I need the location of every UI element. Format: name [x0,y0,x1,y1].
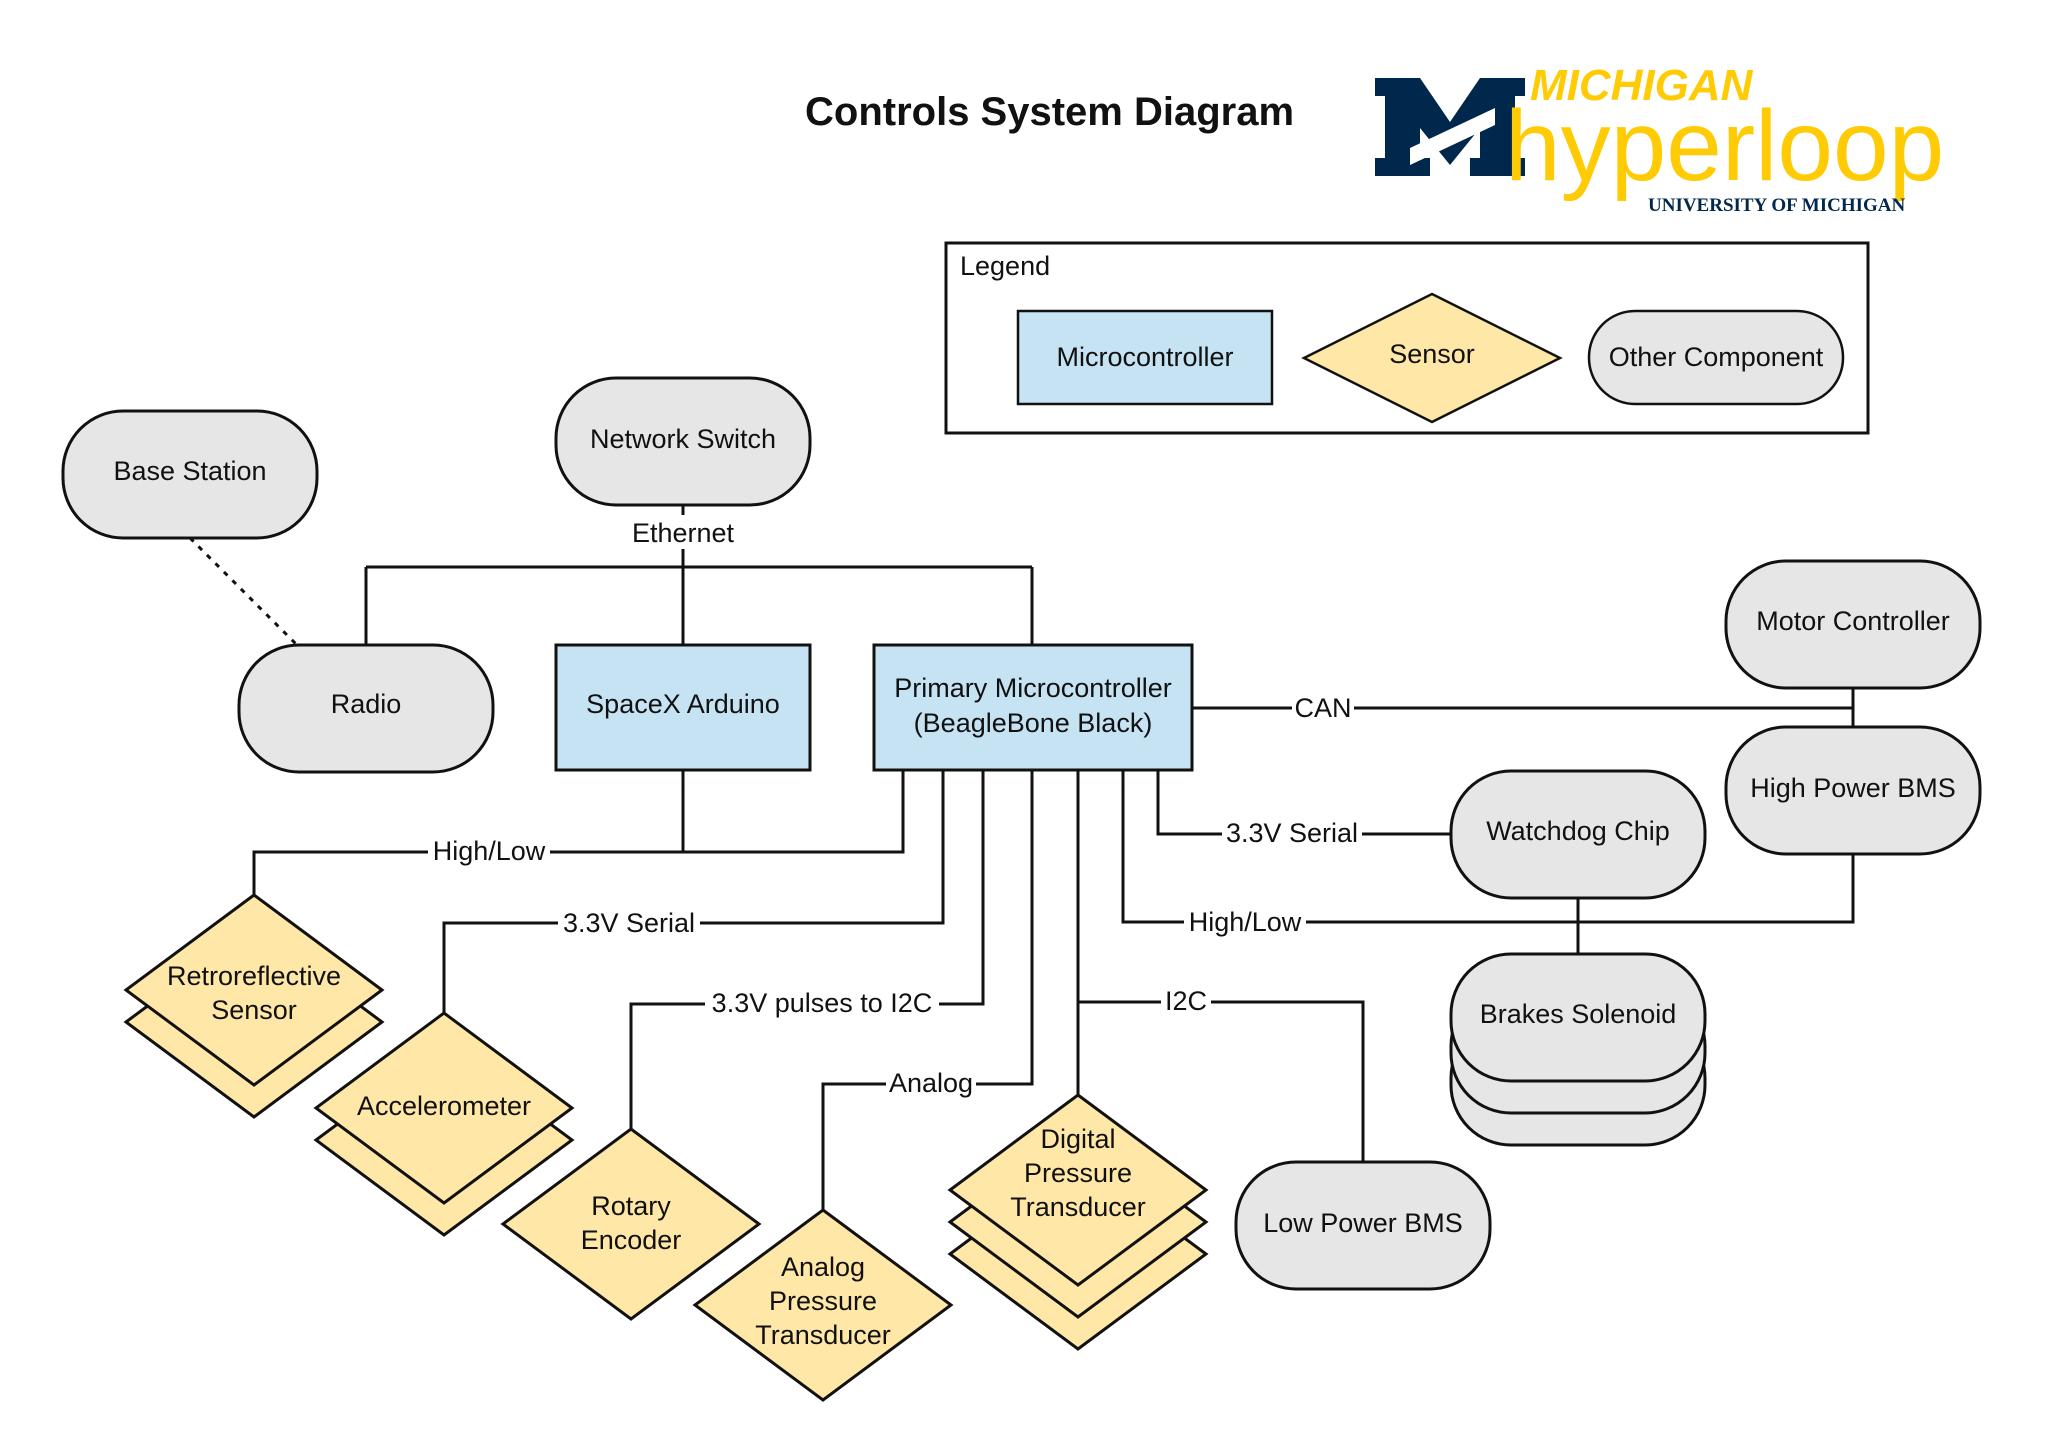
highlow-hpbms-link [1121,770,1855,924]
legend: Legend Microcontroller Sensor Other Comp… [944,241,1870,435]
svg-text:Accelerometer: Accelerometer [357,1091,531,1121]
svg-text:Pressure: Pressure [769,1286,877,1316]
svg-text:Sensor: Sensor [211,995,297,1025]
node-low-power-bms: Low Power BMS [1234,1160,1492,1291]
svg-text:Watchdog Chip: Watchdog Chip [1486,816,1670,846]
svg-text:SpaceX Arduino: SpaceX Arduino [586,689,780,719]
svg-text:Primary Microcontroller: Primary Microcontroller [894,673,1172,703]
node-spacex-arduino: SpaceX Arduino [554,643,812,772]
svg-text:High Power BMS: High Power BMS [1750,773,1956,803]
node-network-switch: Network Switch [554,376,812,507]
svg-text:Pressure: Pressure [1024,1158,1132,1188]
svg-text:Rotary: Rotary [591,1191,671,1221]
svg-text:Encoder: Encoder [581,1225,682,1255]
serial-accel-link [442,770,945,1013]
edge-label-highlow-hpbms: High/Low [1189,907,1302,937]
svg-text:Radio: Radio [331,689,402,719]
node-rotary-encoder: Rotary Encoder [500,1127,762,1321]
legend-sensor-label: Sensor [1389,339,1475,369]
logo-michigan-text: MICHIGAN [1530,61,1754,110]
node-retroreflective-sensor: Retroreflective Sensor [123,893,385,1119]
node-accelerometer: Accelerometer [313,1011,575,1237]
legend-title: Legend [960,251,1050,281]
svg-text:Analog: Analog [781,1252,865,1282]
node-high-power-bms: High Power BMS [1724,725,1982,856]
edge-label-can: CAN [1294,693,1351,723]
edge-label-highlow-retro: High/Low [433,836,546,866]
node-primary-microcontroller: Primary Microcontroller (BeagleBone Blac… [872,643,1194,772]
michigan-hyperloop-logo: MICHIGAN hyperloop UNIVERSITY OF MICHIGA… [1375,61,1944,216]
svg-text:Digital: Digital [1040,1124,1115,1154]
legend-microcontroller-swatch [1016,309,1274,406]
svg-text:Transducer: Transducer [1010,1192,1146,1222]
node-digital-pressure-transducer: Digital Pressure Transducer [947,1093,1209,1351]
nodes: Base Station Network Switch Radio SpaceX… [61,376,1982,1402]
node-brakes-solenoid: Brakes Solenoid [1449,952,1707,1147]
edge-label-i2c: I2C [1165,986,1207,1016]
svg-text:(BeagleBone Black): (BeagleBone Black) [914,708,1153,738]
legend-other-label: Other Component [1609,342,1824,372]
node-motor-controller: Motor Controller [1724,559,1982,690]
edge-label-ethernet: Ethernet [632,518,735,548]
logo-hyperloop-text: hyperloop [1505,90,1944,202]
wireless-link [188,536,299,647]
block-m-icon [1375,78,1525,176]
edge-label-analog: Analog [889,1068,973,1098]
legend-other-swatch [1587,309,1845,406]
svg-text:Retroreflective: Retroreflective [167,961,341,991]
svg-text:Brakes Solenoid: Brakes Solenoid [1480,999,1677,1029]
svg-text:Network Switch: Network Switch [590,424,776,454]
edge-label-serial-watchdog: 3.3V Serial [1226,818,1358,848]
node-analog-pressure-transducer: Analog Pressure Transducer [692,1208,954,1402]
edge-labels: Ethernet CAN 3.3V Serial High/Low High/L… [428,515,1362,1100]
node-radio: Radio [237,643,495,774]
logo-university-text: UNIVERSITY OF MICHIGAN [1648,195,1906,216]
diagram-title: Controls System Diagram [805,90,1294,134]
node-base-station: Base Station [61,409,319,540]
highlow-retro-link [252,770,905,895]
edge-label-pulses-i2c: 3.3V pulses to I2C [712,988,933,1018]
edge-label-serial-accel: 3.3V Serial [563,908,695,938]
svg-text:Base Station: Base Station [113,456,266,486]
node-watchdog-chip: Watchdog Chip [1449,769,1707,900]
svg-text:Low Power BMS: Low Power BMS [1263,1208,1463,1238]
svg-text:Motor Controller: Motor Controller [1756,606,1950,636]
legend-microcontroller-label: Microcontroller [1056,342,1233,372]
svg-text:Transducer: Transducer [755,1320,891,1350]
legend-sensor-swatch [1301,292,1563,424]
